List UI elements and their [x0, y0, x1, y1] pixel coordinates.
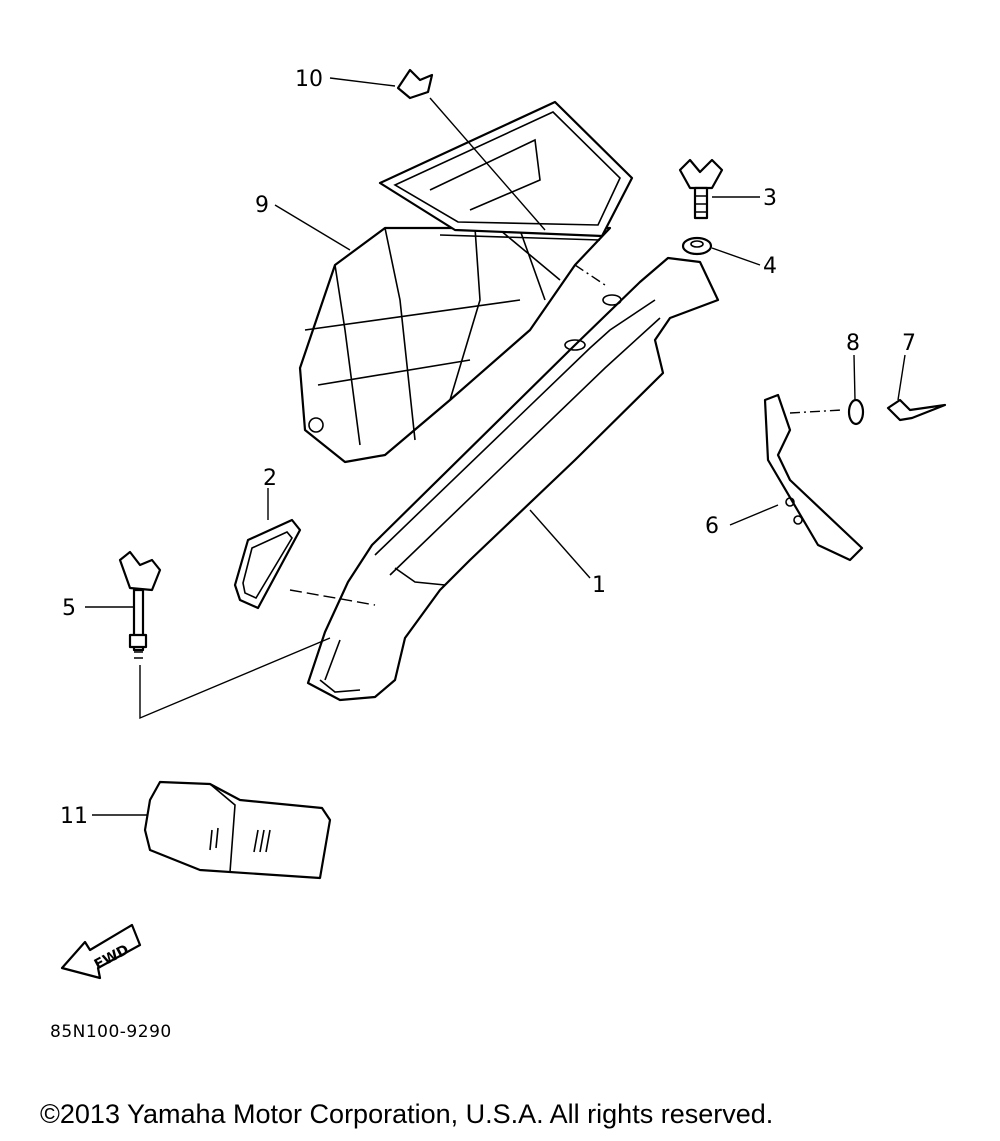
- part-7-rivet: [886, 398, 947, 422]
- part-6-bracket: [763, 393, 864, 562]
- part-11-bag: [143, 780, 332, 880]
- callout-5: 5: [62, 596, 76, 621]
- callout-2: 2: [263, 466, 277, 491]
- callout-8: 8: [846, 331, 860, 356]
- callout-9: 9: [255, 193, 269, 218]
- callout-4: 4: [763, 254, 777, 279]
- diagram-code: 85N100-9290: [50, 1022, 172, 1042]
- callout-3: 3: [763, 186, 777, 211]
- part-2-seal: [233, 518, 302, 610]
- part-5-long-bolt: [118, 550, 162, 659]
- callout-6: 6: [705, 514, 719, 539]
- callout-11: 11: [60, 804, 88, 829]
- part-8-nut: [847, 398, 865, 426]
- part-1-cover: [306, 256, 720, 702]
- fwd-arrow-icon: FWD: [60, 923, 142, 980]
- part-3-wing-bolt: [678, 158, 724, 220]
- callout-7: 7: [902, 331, 916, 356]
- callout-10: 10: [295, 67, 323, 92]
- copyright-notice: ©2013 Yamaha Motor Corporation, U.S.A. A…: [40, 1099, 773, 1129]
- leader-lines: [85, 77, 906, 816]
- part-4-grommet: [681, 236, 713, 256]
- part-10-wing-nut: [396, 68, 434, 100]
- callout-1: 1: [592, 573, 606, 598]
- part-9-storage-box: [298, 100, 634, 464]
